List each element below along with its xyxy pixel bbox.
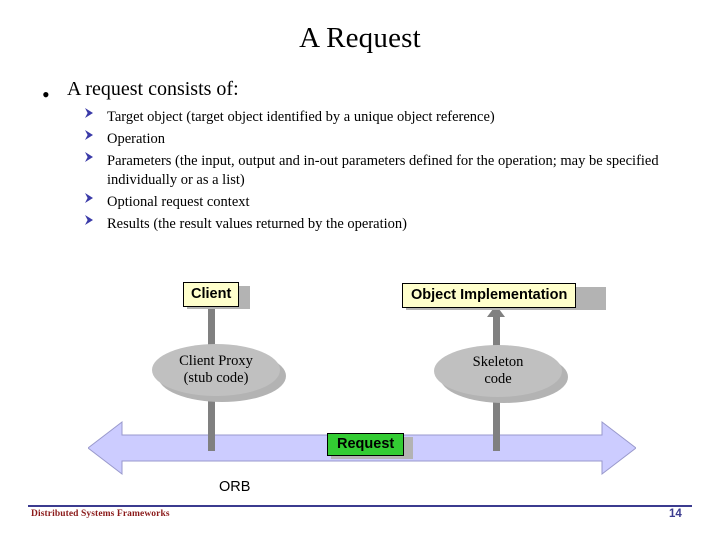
footer-divider [28, 505, 692, 507]
list-item: Operation [85, 130, 695, 149]
client-proxy-label-line1: Client Proxy [179, 353, 253, 369]
page-title: A Request [299, 22, 421, 54]
skeleton-label-line1: Skeleton [472, 354, 524, 370]
client-box: Client [183, 282, 240, 307]
list-item-label: Operation [107, 131, 165, 147]
orb-label: ORB [219, 479, 251, 495]
main-bullet-label: A request consists of: [67, 78, 239, 100]
list-item-label: Target object (target object identified … [107, 109, 495, 125]
client-proxy-ellipse: Client Proxy (stub code) [152, 344, 280, 396]
list-item: Target object (target object identified … [85, 108, 695, 127]
arrow-bullet-icon [85, 130, 94, 141]
sub-bullet-list: Target object (target object identified … [85, 108, 695, 237]
list-item-label: Optional request context [107, 194, 250, 210]
skeleton-ellipse: Skeleton code [434, 345, 562, 397]
bullet-marker-icon: • [42, 82, 50, 107]
skeleton-label-line2: code [484, 371, 512, 387]
arrow-bullet-icon [85, 152, 94, 163]
arrow-bullet-icon [85, 108, 94, 119]
list-item: Results (the result values returned by t… [85, 215, 695, 234]
list-item-label: Parameters (the input, output and in-out… [107, 153, 659, 188]
arrow-bullet-icon [85, 193, 94, 204]
list-item-label: Results (the result values returned by t… [107, 216, 407, 232]
client-proxy-label-line2: (stub code) [183, 370, 249, 386]
object-implementation-box: Object Implementation [402, 283, 577, 308]
list-item: Optional request context [85, 193, 695, 212]
arrow-bullet-icon [85, 215, 94, 226]
page-number: 14 [669, 508, 682, 520]
footer-text: Distributed Systems Frameworks [31, 509, 170, 519]
list-item: Parameters (the input, output and in-out… [85, 152, 695, 190]
orb-diagram: Client Object Implementation Client Prox… [0, 255, 720, 505]
request-box: Request [327, 433, 405, 456]
